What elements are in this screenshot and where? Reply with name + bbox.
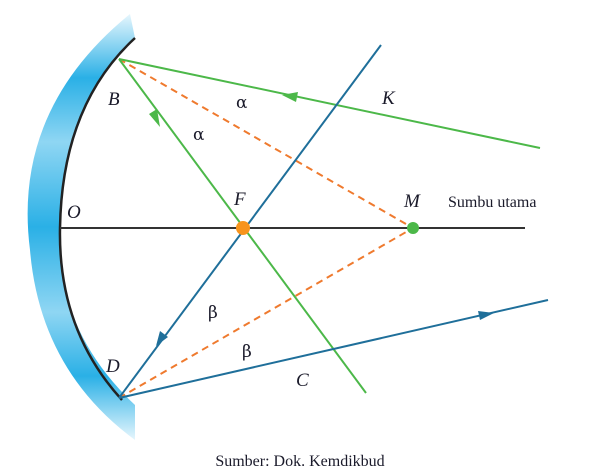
reflected-ray-D (118, 299, 549, 399)
label-F: F (233, 189, 246, 210)
incident-ray-K (118, 58, 541, 149)
alpha-2: α (193, 125, 205, 145)
mirror-body (27, 14, 135, 440)
arrow-icon (478, 311, 494, 320)
beta-1: β (208, 303, 218, 323)
label-K: K (381, 88, 396, 109)
label-M: M (403, 191, 421, 212)
label-C: C (296, 370, 309, 391)
arrow-icon (282, 92, 298, 102)
alpha-1: α (236, 93, 248, 113)
label-O: O (67, 202, 81, 223)
beta-2: β (242, 342, 252, 362)
normal-line-B (118, 58, 414, 229)
arrow-icon (156, 331, 168, 346)
focal-point (236, 221, 250, 235)
axis-label: Sumbu utama (448, 194, 536, 211)
label-B: B (108, 89, 120, 110)
arrow-icon (149, 109, 160, 127)
label-D: D (105, 356, 120, 377)
center-point (407, 222, 419, 234)
caption: Sumber: Dok. Kemdikbud (215, 453, 384, 470)
normal-line-D (118, 227, 414, 399)
